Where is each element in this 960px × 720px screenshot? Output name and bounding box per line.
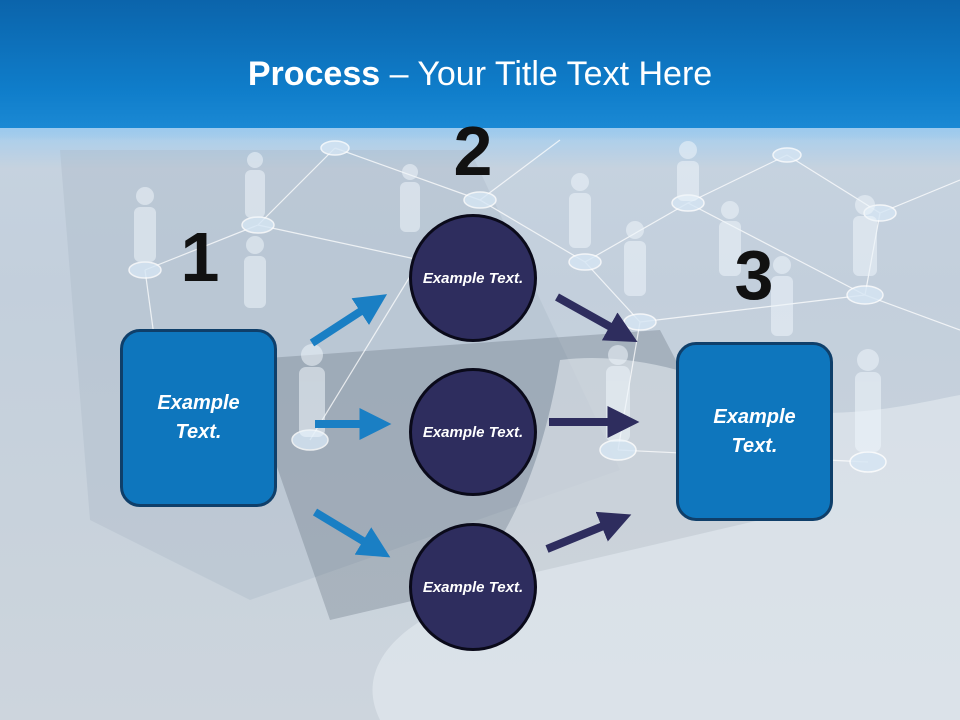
step-2-circle-bottom: Example Text. — [409, 523, 537, 651]
step-number-3: 3 — [734, 236, 774, 314]
step-2-circle-middle: Example Text. — [409, 368, 537, 496]
title-bold: Process — [247, 55, 381, 93]
step-1-box: Example Text. — [120, 329, 277, 507]
step-number-2: 2 — [453, 112, 493, 190]
step-3-box: Example Text. — [676, 342, 833, 521]
title-rest: – Your Title Text Here — [380, 55, 713, 93]
arrow-left-to-top — [309, 294, 388, 347]
slide-title: Process – Your Title Text Here — [0, 54, 960, 94]
arrow-bottom-to-right — [545, 511, 632, 553]
step-number-1: 1 — [180, 218, 220, 296]
step-2-circle-top: Example Text. — [409, 214, 537, 342]
arrow-top-to-right — [555, 293, 638, 343]
header-glow — [0, 128, 960, 168]
arrow-left-to-bottom — [312, 508, 391, 558]
header-band — [0, 0, 960, 140]
header-fill — [0, 0, 960, 128]
